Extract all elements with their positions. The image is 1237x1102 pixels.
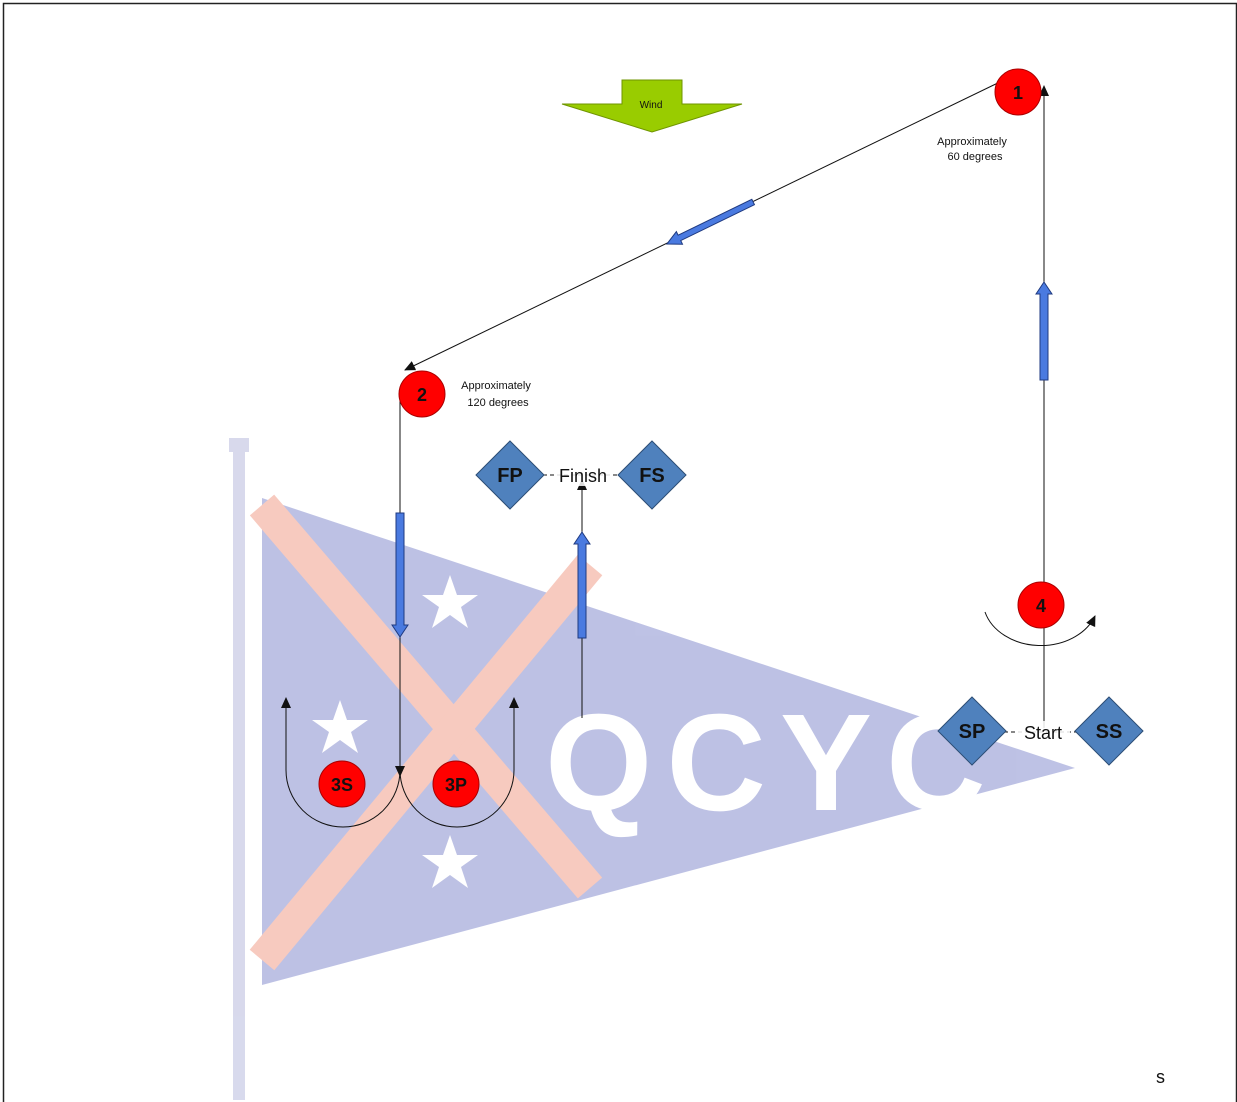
flag-pennant — [262, 498, 1075, 985]
mark-2: 2 — [398, 370, 446, 418]
start-pin-diamond — [937, 696, 1007, 766]
flag-stars — [312, 575, 478, 888]
start-area: SP Start SS — [937, 696, 1144, 766]
start-committee-label: SS — [1096, 721, 1123, 743]
direction-arrow-icon — [665, 198, 756, 245]
angle-note-2-line2: 120 degrees — [467, 397, 529, 409]
direction-arrow-icon — [573, 531, 591, 639]
mark-1: 1 — [994, 68, 1042, 116]
mark-3s-buoy — [318, 760, 366, 808]
direction-arrow-icon — [391, 512, 409, 638]
star-icon — [422, 575, 478, 628]
wind-label: Wind — [640, 100, 663, 111]
mark-4: 4 — [1017, 581, 1065, 629]
mark-1-buoy — [994, 68, 1042, 116]
start-label-bg — [1016, 721, 1070, 743]
flag-pole-finial — [229, 438, 249, 452]
finish-line-label: Finish — [559, 466, 607, 486]
start-line-label: Start — [1024, 723, 1062, 743]
wind-arrow-shape — [561, 79, 743, 133]
star-icon — [422, 835, 478, 888]
flag-saltire-cross — [249, 494, 603, 971]
angle-note-1-line2: 60 degrees — [947, 151, 1003, 163]
finish-pin-label: FP — [497, 465, 523, 487]
rounding-arc-3p — [399, 697, 519, 828]
wind-arrow: Wind — [561, 79, 743, 133]
angle-note-1-line1: Approximately — [937, 136, 1007, 148]
start-committee-diamond — [1074, 696, 1144, 766]
mark-3p: 3P — [432, 760, 480, 808]
mark-2-label: 2 — [417, 385, 427, 405]
mark-3p-label: 3P — [445, 775, 467, 795]
mark-3s-label: 3S — [331, 775, 353, 795]
direction-arrows — [391, 198, 1053, 639]
star-icon — [312, 700, 368, 753]
mark-4-label: 4 — [1036, 596, 1046, 616]
rounding-arc-4 — [984, 611, 1096, 647]
mark-3s: 3S — [318, 760, 366, 808]
corner-text: s — [1156, 1067, 1165, 1087]
mark-3p-buoy — [432, 760, 480, 808]
direction-arrow-icon — [1035, 281, 1053, 381]
angle-note-1: Approximately 60 degrees — [937, 136, 1007, 163]
finish-label-bg — [555, 464, 611, 486]
mark-2-buoy — [398, 370, 446, 418]
start-pin-label: SP — [959, 721, 986, 743]
flag-pole — [233, 440, 245, 1100]
qcyc-flag-watermark: QCYC — [229, 438, 1075, 1100]
finish-committee-label: FS — [639, 465, 665, 487]
flag-watermark-text: QCYC — [545, 686, 1000, 840]
mark-4-buoy — [1017, 581, 1065, 629]
mark-1-label: 1 — [1013, 83, 1023, 103]
rounding-arc-3s — [281, 697, 401, 828]
angle-note-2: Approximately 120 degrees — [461, 380, 531, 409]
finish-area: FP Finish FS — [475, 440, 687, 510]
angle-note-2-line1: Approximately — [461, 380, 531, 392]
finish-committee-diamond — [617, 440, 687, 510]
finish-pin-diamond — [475, 440, 545, 510]
